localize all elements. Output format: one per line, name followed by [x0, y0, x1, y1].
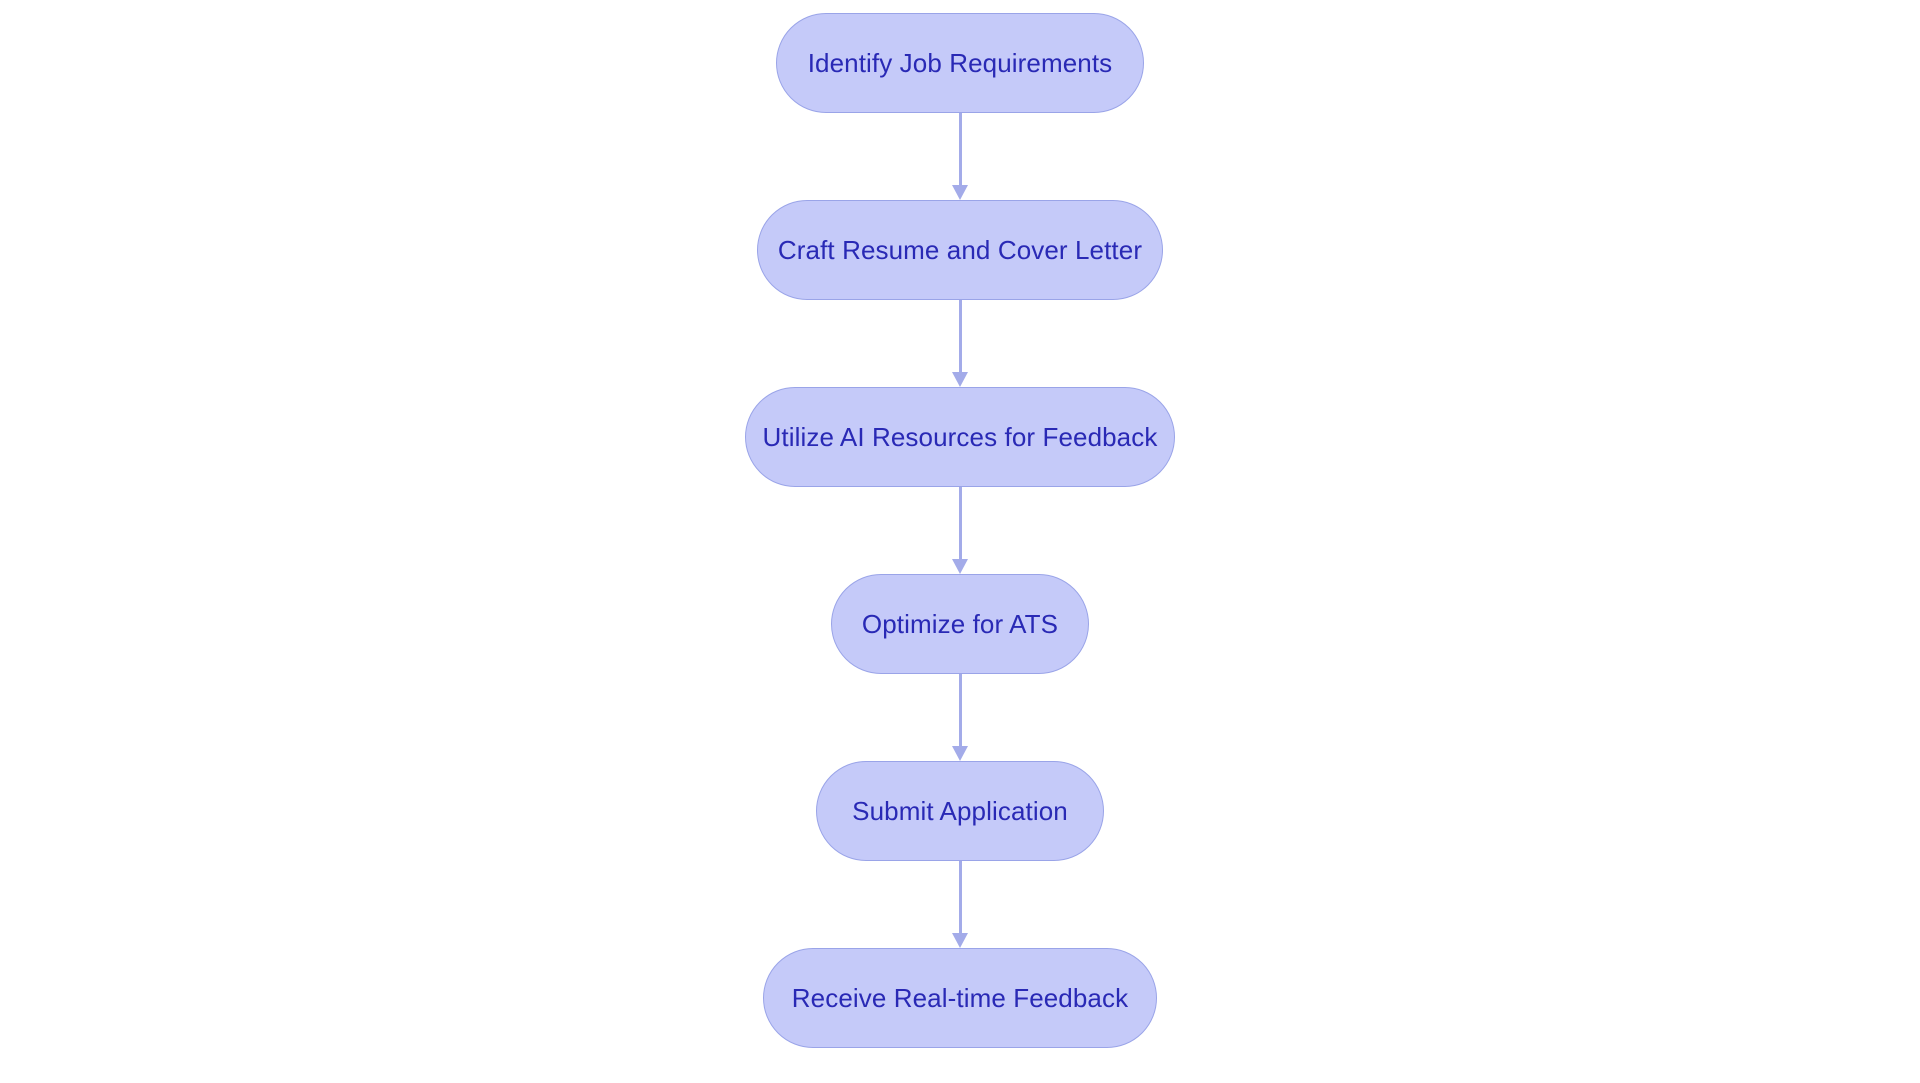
arrow-head-down-icon — [952, 372, 968, 387]
arrow-line — [958, 674, 962, 746]
flow-node-label: Receive Real-time Feedback — [791, 983, 1129, 1013]
arrow-head-down-icon — [952, 746, 968, 761]
flow-node-utilize-ai-resources-for-feedback[interactable]: Utilize AI Resources for Feedback — [745, 387, 1175, 487]
flow-node-optimize-for-ats[interactable]: Optimize for ATS — [831, 574, 1089, 674]
flow-arrow-1 — [952, 113, 968, 200]
flow-node-label: Submit Application — [852, 796, 1068, 826]
flow-arrow-2 — [952, 300, 968, 387]
flow-arrow-3 — [952, 487, 968, 574]
arrow-head-down-icon — [952, 185, 968, 200]
flow-node-identify-job-requirements[interactable]: Identify Job Requirements — [776, 13, 1144, 113]
arrow-line — [958, 487, 962, 559]
flow-node-label: Craft Resume and Cover Letter — [777, 235, 1143, 265]
flow-node-label: Optimize for ATS — [861, 609, 1059, 639]
arrow-line — [958, 861, 962, 933]
arrow-line — [958, 113, 962, 185]
flow-arrow-4 — [952, 674, 968, 761]
arrow-head-down-icon — [952, 559, 968, 574]
flow-node-submit-application[interactable]: Submit Application — [816, 761, 1104, 861]
flow-node-label: Utilize AI Resources for Feedback — [762, 422, 1158, 452]
flow-arrow-5 — [952, 861, 968, 948]
arrow-head-down-icon — [952, 933, 968, 948]
flow-node-label: Identify Job Requirements — [807, 48, 1113, 78]
flow-node-receive-real-time-feedback[interactable]: Receive Real-time Feedback — [763, 948, 1157, 1048]
arrow-line — [958, 300, 962, 372]
flow-node-craft-resume-and-cover-letter[interactable]: Craft Resume and Cover Letter — [757, 200, 1163, 300]
